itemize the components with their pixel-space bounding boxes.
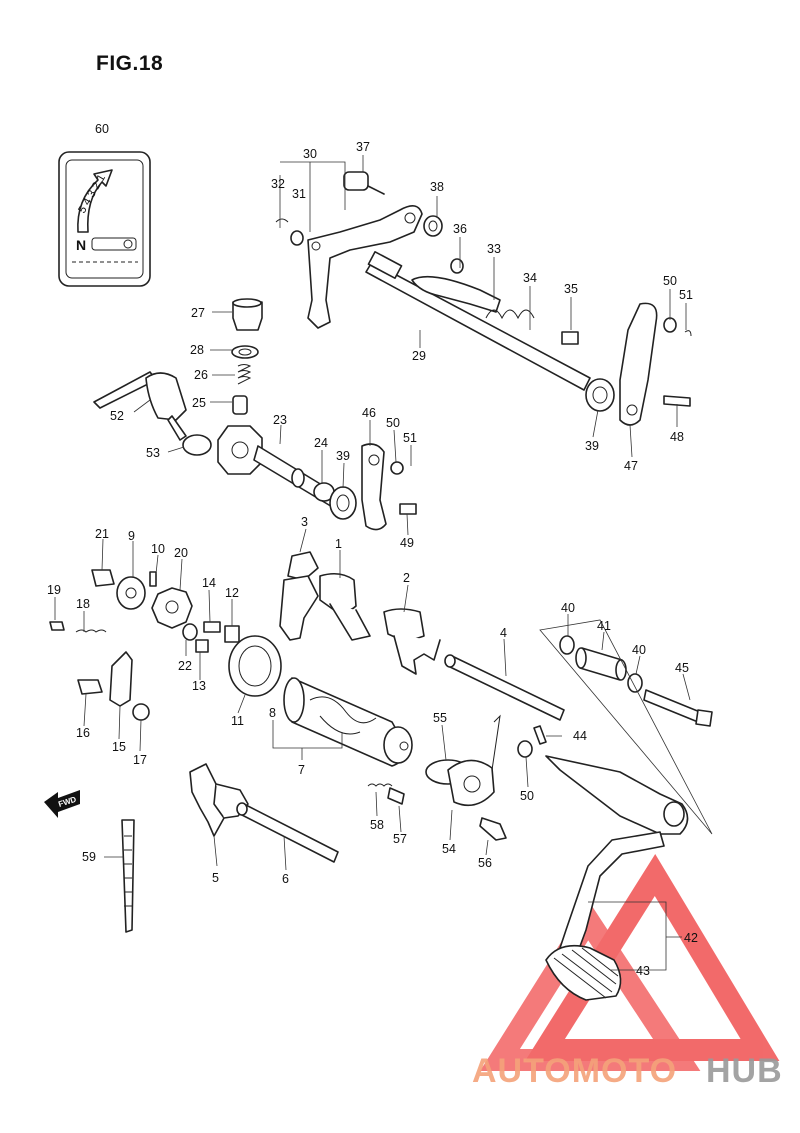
part-label-22: 22 bbox=[178, 659, 192, 673]
part-label-40: 40 bbox=[632, 643, 646, 657]
part-label-32: 32 bbox=[271, 177, 285, 191]
neutral-switch-parts bbox=[93, 298, 263, 456]
shift-cam-driven-gear bbox=[217, 425, 417, 531]
leader-lines bbox=[54, 155, 713, 971]
part-label-50: 50 bbox=[520, 789, 534, 803]
cable-tie bbox=[121, 819, 135, 933]
part-label-33: 33 bbox=[487, 242, 501, 256]
part-label-18: 18 bbox=[76, 597, 90, 611]
gearshift-pedal bbox=[545, 755, 689, 1001]
part-label-60: 60 bbox=[95, 122, 109, 136]
part-label-47: 47 bbox=[624, 459, 638, 473]
part-label-45: 45 bbox=[675, 661, 689, 675]
part-label-50: 50 bbox=[386, 416, 400, 430]
part-label-59: 59 bbox=[82, 850, 96, 864]
gear-indicator-plate: 5 4 3 2 1 N bbox=[58, 151, 151, 287]
part-label-25: 25 bbox=[192, 396, 206, 410]
part-label-55: 55 bbox=[433, 711, 447, 725]
part-label-29: 29 bbox=[412, 349, 426, 363]
shift-lever-arm bbox=[619, 302, 692, 426]
part-label-26: 26 bbox=[194, 368, 208, 382]
part-label-46: 46 bbox=[362, 406, 376, 420]
watermark-text: AUTOMOTO HUB bbox=[472, 1052, 783, 1090]
part-label-40: 40 bbox=[561, 601, 575, 615]
part-labels: 60 30 37 32 31 38 36 33 34 35 50 51 27 2… bbox=[47, 122, 698, 978]
part-label-3: 3 bbox=[301, 515, 308, 529]
part-label-23: 23 bbox=[273, 413, 287, 427]
shift-arm-upper bbox=[275, 171, 443, 329]
part-label-28: 28 bbox=[190, 343, 204, 357]
shift-forks bbox=[189, 551, 441, 837]
part-label-48: 48 bbox=[670, 430, 684, 444]
part-label-21: 21 bbox=[95, 527, 109, 541]
part-label-41: 41 bbox=[597, 619, 611, 633]
part-label-38: 38 bbox=[430, 180, 444, 194]
part-label-17: 17 bbox=[133, 753, 147, 767]
part-label-2: 2 bbox=[403, 571, 410, 585]
part-label-20: 20 bbox=[174, 546, 188, 560]
part-label-42: 42 bbox=[684, 931, 698, 945]
part-label-50: 50 bbox=[663, 274, 677, 288]
fork-shafts-and-drum bbox=[228, 635, 565, 863]
part-label-44: 44 bbox=[573, 729, 587, 743]
part-label-58: 58 bbox=[370, 818, 384, 832]
part-label-11: 11 bbox=[231, 714, 244, 728]
part-label-31: 31 bbox=[292, 187, 306, 201]
figure-title: FIG.18 bbox=[96, 52, 164, 75]
part-label-5: 5 bbox=[212, 871, 219, 885]
part-label-10: 10 bbox=[151, 542, 165, 556]
part-label-4: 4 bbox=[500, 626, 507, 640]
part-label-53: 53 bbox=[146, 446, 160, 460]
part-label-9: 9 bbox=[128, 529, 135, 543]
part-label-35: 35 bbox=[564, 282, 578, 296]
part-label-16: 16 bbox=[76, 726, 90, 740]
fwd-arrow-icon: FWD bbox=[44, 790, 80, 818]
watermark-logo bbox=[480, 853, 780, 1071]
part-label-24: 24 bbox=[314, 436, 328, 450]
part-label-49: 49 bbox=[400, 536, 414, 550]
part-label-1: 1 bbox=[335, 537, 342, 551]
part-label-30: 30 bbox=[303, 147, 317, 161]
part-label-43: 43 bbox=[636, 964, 650, 978]
part-label-27: 27 bbox=[191, 306, 205, 320]
part-label-37: 37 bbox=[356, 140, 370, 154]
part-label-14: 14 bbox=[202, 576, 216, 590]
shift-cam-stopper-parts bbox=[49, 569, 240, 721]
part-label-39: 39 bbox=[585, 439, 599, 453]
part-label-8: 8 bbox=[269, 706, 276, 720]
gearshift-shaft bbox=[365, 250, 615, 412]
part-label-51: 51 bbox=[403, 431, 417, 445]
watermark-part1: AUTOMOTO bbox=[472, 1052, 677, 1090]
part-label-12: 12 bbox=[225, 586, 239, 600]
part-label-57: 57 bbox=[393, 832, 407, 846]
part-label-15: 15 bbox=[112, 740, 126, 754]
part-label-34: 34 bbox=[523, 271, 537, 285]
part-label-7: 7 bbox=[298, 763, 305, 777]
part-label-13: 13 bbox=[192, 679, 206, 693]
part-label-19: 19 bbox=[47, 583, 61, 597]
part-label-51: 51 bbox=[679, 288, 693, 302]
neutral-mark: N bbox=[76, 237, 86, 253]
part-label-56: 56 bbox=[478, 856, 492, 870]
watermark-part2: HUB bbox=[706, 1052, 783, 1090]
part-label-52: 52 bbox=[110, 409, 124, 423]
part-label-36: 36 bbox=[453, 222, 467, 236]
part-label-6: 6 bbox=[282, 872, 289, 886]
part-label-54: 54 bbox=[442, 842, 456, 856]
part-label-39: 39 bbox=[336, 449, 350, 463]
